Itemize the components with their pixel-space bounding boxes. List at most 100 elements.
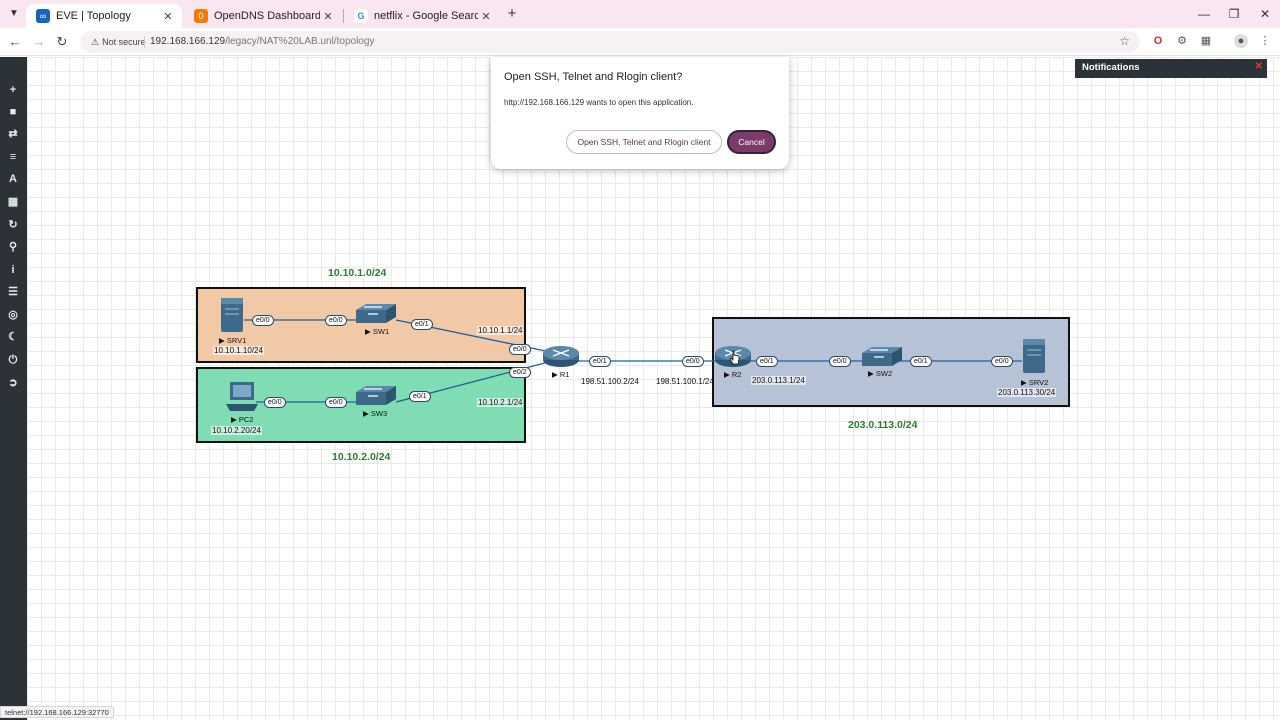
port-r1-e0-1[interactable]: e0/1: [589, 356, 611, 367]
google-favicon-icon: G: [354, 9, 368, 23]
profile-avatar-icon[interactable]: ●: [1234, 34, 1248, 48]
port-sw2-e0-1[interactable]: e0/1: [910, 356, 932, 367]
info-icon[interactable]: i: [11, 264, 15, 276]
srv1-name: SRV1: [226, 336, 247, 345]
reload-icon[interactable]: ↻: [56, 34, 68, 49]
eve-favicon-icon: ∞: [36, 9, 50, 23]
url-text[interactable]: 192.168.166.129/legacy/NAT%20LAB.unl/top…: [150, 35, 374, 49]
zoom-icon[interactable]: ⚲: [8, 241, 18, 253]
sw1-label[interactable]: ▶ SW1: [365, 327, 390, 336]
sw2-label[interactable]: ▶ SW2: [868, 369, 893, 378]
open-app-dialog: Open SSH, Telnet and Rlogin client? http…: [491, 57, 789, 169]
refresh-icon[interactable]: ↻: [8, 219, 18, 231]
port-sw1-e0-0[interactable]: e0/0: [325, 315, 347, 326]
close-window-icon[interactable]: ✕: [1259, 7, 1271, 21]
minimize-icon[interactable]: —: [1198, 7, 1210, 21]
cancel-button[interactable]: Cancel: [727, 130, 776, 154]
sw2-switch-icon[interactable]: [858, 345, 904, 369]
tab-title: EVE | Topology: [56, 10, 131, 22]
srv1-server-icon[interactable]: [218, 296, 246, 336]
pc2-ip-label: 10.10.2.20/24: [211, 426, 262, 435]
port-sw3-e0-1[interactable]: e0/1: [409, 391, 431, 402]
tab-title: netflix - Google Search: [374, 10, 478, 22]
address-bar[interactable]: ⚠ Not secure 192.168.166.129/legacy/NAT%…: [80, 31, 1140, 53]
extensions-puzzle-icon[interactable]: ▦: [1200, 35, 1212, 47]
r2-label[interactable]: ▶ R2: [724, 370, 742, 379]
network-label-wan: 203.0.113.0/24: [848, 419, 918, 431]
opera-extension-icon[interactable]: O: [1153, 35, 1163, 47]
r1-ip-lan1-label: 10.10.1.1/24: [477, 326, 524, 335]
list-icon[interactable]: ≡: [9, 151, 17, 163]
browser-menu-icon[interactable]: ⋮: [1259, 35, 1271, 47]
port-pc2-e0-0[interactable]: e0/0: [264, 397, 286, 408]
port-sw2-e0-0[interactable]: e0/0: [829, 356, 851, 367]
forward-icon[interactable]: →: [32, 34, 46, 49]
r2-ip-wan-label: 198.51.100.1/24: [656, 377, 714, 386]
restore-icon[interactable]: ❐: [1228, 7, 1240, 21]
add-icon[interactable]: +: [9, 84, 17, 96]
tab-search-icon[interactable]: ▼: [9, 8, 19, 19]
port-srv2-e0-0[interactable]: e0/0: [991, 356, 1013, 367]
status-icon[interactable]: ◎: [8, 309, 18, 321]
close-tab-icon[interactable]: ✕: [163, 10, 173, 23]
port-r1-e0-2[interactable]: e0/2: [509, 367, 531, 378]
port-sw3-e0-0[interactable]: e0/0: [325, 397, 347, 408]
r1-ip-lan2-label: 10.10.2.1/24: [477, 398, 524, 407]
open-client-button[interactable]: Open SSH, Telnet and Rlogin client: [566, 130, 722, 154]
srv1-label[interactable]: ▶ SRV1: [219, 336, 247, 345]
close-tab-icon[interactable]: ✕: [323, 10, 333, 23]
port-sw1-e0-1[interactable]: e0/1: [411, 319, 433, 330]
r1-name: R1: [559, 370, 570, 379]
r1-router-icon[interactable]: [541, 343, 581, 369]
srv2-label[interactable]: ▶ SRV2: [1021, 378, 1049, 387]
dialog-message: http://192.168.166.129 wants to open thi…: [504, 98, 694, 107]
url-host: 192.168.166.129: [150, 36, 226, 47]
r1-label[interactable]: ▶ R1: [552, 370, 570, 379]
network-label-lan1: 10.10.1.0/24: [328, 267, 387, 279]
port-r2-e0-1[interactable]: e0/1: [756, 356, 778, 367]
r2-ip-lan-label: 203.0.113.1/24: [751, 376, 806, 385]
grid-icon[interactable]: ▦: [7, 196, 19, 208]
browser-tab-bar: ▼ ∞ EVE | Topology ✕ 0 OpenDNS Dashboard…: [0, 0, 1280, 28]
pc2-label[interactable]: ▶ PC2: [231, 415, 254, 424]
power-icon[interactable]: ⏻: [8, 354, 18, 366]
close-notifications-icon[interactable]: ✕: [1254, 61, 1263, 72]
srv2-ip-label: 203.0.113.30/24: [997, 388, 1057, 397]
srv2-server-icon[interactable]: [1020, 337, 1048, 377]
bookmark-star-icon[interactable]: ☆: [1119, 34, 1130, 48]
tab-google-search[interactable]: G netflix - Google Search ✕: [344, 4, 500, 28]
sw3-switch-icon[interactable]: [352, 384, 398, 408]
sw1-switch-icon[interactable]: [352, 302, 398, 326]
logout-icon[interactable]: ➲: [8, 377, 18, 389]
security-indicator[interactable]: ⚠ Not secure: [86, 35, 151, 49]
close-tab-icon[interactable]: ✕: [481, 10, 491, 23]
browser-toolbar: ← → ↻ ⚠ Not secure 192.168.166.129/legac…: [0, 28, 1280, 56]
extension-tool-icon[interactable]: ⚙: [1177, 35, 1187, 47]
port-srv1-e0-0[interactable]: e0/0: [252, 315, 274, 326]
text-icon[interactable]: A: [9, 173, 17, 185]
transfer-icon[interactable]: ⇄: [8, 128, 18, 140]
back-icon[interactable]: ←: [8, 34, 22, 49]
port-r1-e0-0[interactable]: e0/0: [509, 344, 531, 355]
opendns-favicon-icon: 0: [194, 9, 208, 23]
srv1-ip-label: 10.10.1.10/24: [213, 346, 264, 355]
omnibox-divider: [144, 36, 145, 48]
pc2-desktop-icon[interactable]: [224, 380, 260, 414]
new-tab-icon[interactable]: +: [507, 5, 517, 22]
security-label: Not secure: [102, 37, 146, 47]
dialog-title: Open SSH, Telnet and Rlogin client?: [504, 71, 683, 83]
url-path: /legacy/NAT%20LAB.unl/topology: [225, 36, 375, 47]
pc2-name: PC2: [238, 415, 254, 424]
sw2-name: SW2: [875, 369, 893, 378]
port-r2-e0-0[interactable]: e0/0: [682, 356, 704, 367]
tab-opendns[interactable]: 0 OpenDNS Dashboard > Stats > ✕: [184, 4, 342, 28]
layers-icon[interactable]: ■: [9, 106, 17, 118]
tab-eve-topology[interactable]: ∞ EVE | Topology ✕: [26, 4, 182, 28]
srv2-name: SRV2: [1028, 378, 1049, 387]
mouse-cursor-icon: [729, 350, 740, 365]
tab-title: OpenDNS Dashboard > Stats >: [214, 10, 320, 22]
log-icon[interactable]: ☰: [8, 286, 18, 298]
sw3-label[interactable]: ▶ SW3: [363, 409, 388, 418]
eve-sidebar: + ■ ⇄ ≡ A ▦ ↻ ⚲ i ☰ ◎ ☾ ⏻ ➲: [0, 57, 27, 720]
dark-mode-icon[interactable]: ☾: [8, 331, 18, 343]
